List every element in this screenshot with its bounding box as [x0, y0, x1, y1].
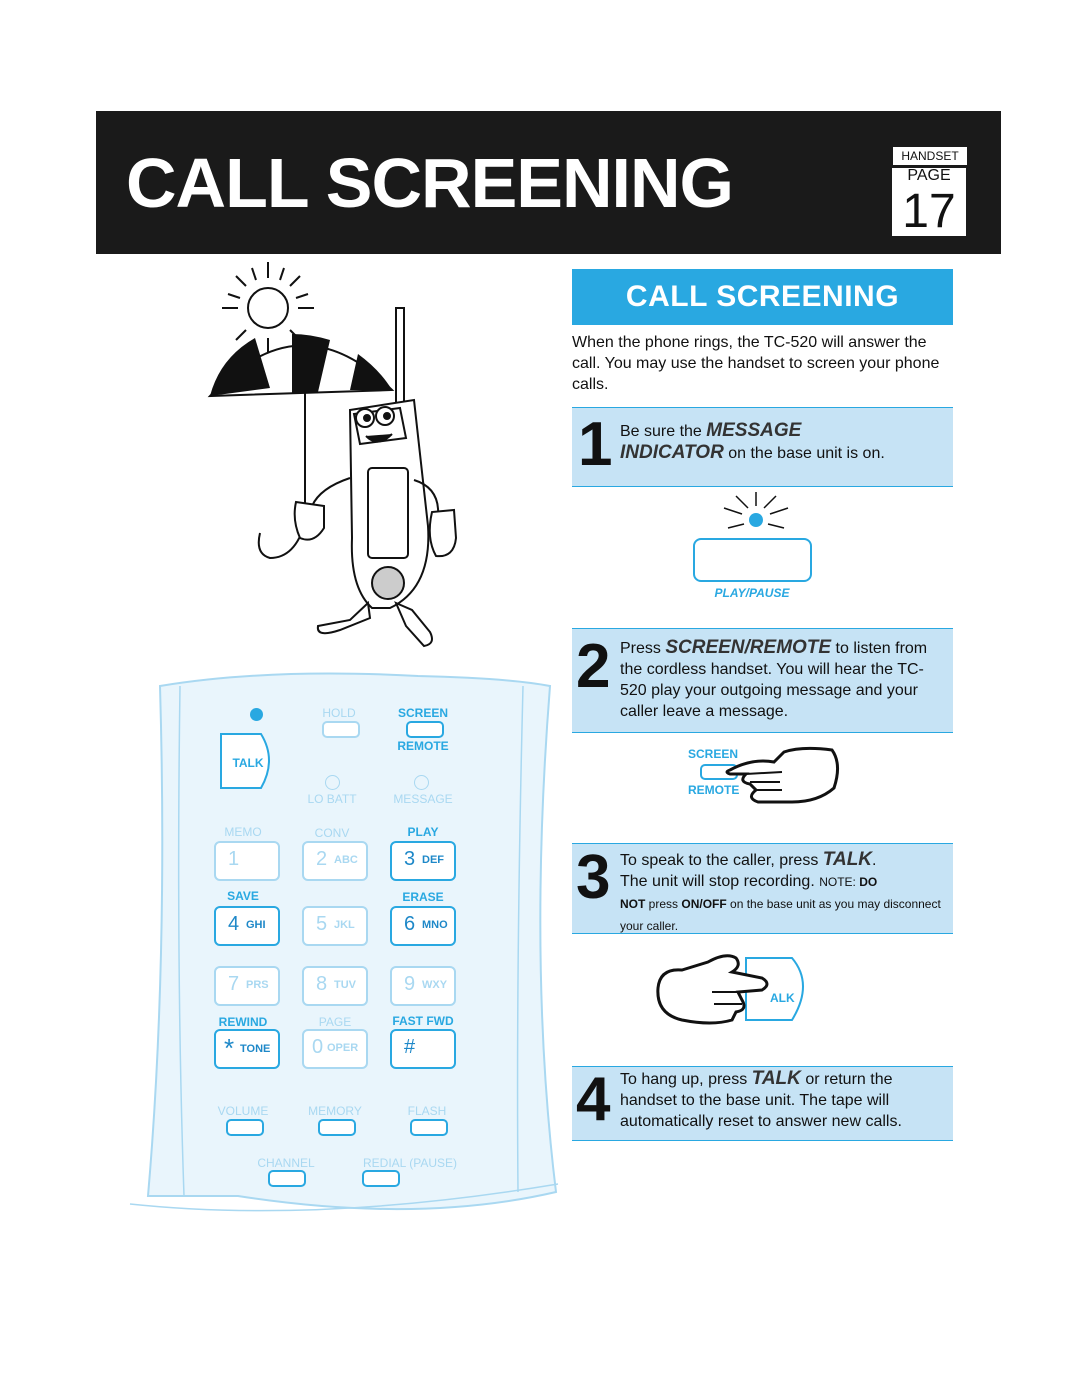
memory-button[interactable] — [318, 1119, 356, 1136]
key-1[interactable]: 1 — [214, 841, 280, 881]
play-pause-label: PLAY/PAUSE — [714, 586, 790, 600]
screen-label: SCREEN — [397, 706, 448, 720]
step-4-box — [572, 1066, 953, 1141]
erase-label: ERASE — [402, 890, 444, 904]
key-hash[interactable]: # — [390, 1029, 456, 1069]
hold-label: HOLD — [322, 706, 356, 720]
step-4-text: To hang up, press TALK or return the han… — [620, 1068, 902, 1130]
section-title: CALL SCREENING — [572, 269, 953, 325]
channel-label: CHANNEL — [257, 1156, 315, 1170]
redial-pause-button[interactable] — [362, 1170, 400, 1187]
screen-illustration-label: SCREEN — [688, 747, 739, 761]
step-2-box — [572, 628, 953, 733]
lo-batt-indicator — [325, 775, 340, 790]
step-3-box — [572, 843, 953, 934]
phone-mascot — [293, 307, 458, 648]
message-label: MESSAGE — [393, 792, 453, 806]
lo-batt-label: LO BATT — [307, 792, 357, 806]
volume-button[interactable] — [226, 1119, 264, 1136]
flash-button[interactable] — [410, 1119, 448, 1136]
rewind-label: REWIND — [218, 1015, 268, 1029]
page-number-box — [892, 168, 966, 236]
conv-label: CONV — [314, 826, 350, 840]
channel-button[interactable] — [268, 1170, 306, 1187]
key-star-tone[interactable]: *TONE — [214, 1029, 280, 1069]
message-indicator — [414, 775, 429, 790]
step-2-text: Press SCREEN/REMOTE to listen from the c… — [620, 637, 928, 720]
step-4-number: 4 — [576, 1065, 611, 1134]
save-label: SAVE — [227, 889, 259, 903]
step-3-number: 3 — [576, 843, 611, 912]
flash-label: FLASH — [407, 1104, 447, 1118]
step-1-number: 1 — [578, 410, 613, 479]
screen-remote-button[interactable] — [406, 721, 444, 738]
page-key-label: PAGE — [318, 1015, 352, 1029]
mascot-illustration — [207, 262, 458, 648]
talk-label: TALK — [232, 756, 264, 770]
sun-icon — [222, 262, 314, 354]
talk-hand-icon — [656, 954, 804, 1025]
memo-label: MEMO — [224, 825, 262, 839]
talk-illustration-label: ALK — [770, 991, 795, 1005]
memory-label: MEMORY — [308, 1104, 362, 1118]
page-label: PAGE — [907, 167, 951, 184]
pointing-hand-icon — [725, 746, 839, 804]
redial-pause-label: REDIAL (PAUSE) — [362, 1156, 458, 1170]
page-number: 17 — [902, 185, 956, 238]
step-1-box — [572, 407, 953, 487]
play-label: PLAY — [407, 825, 439, 839]
remote-illustration-label: REMOTE — [688, 783, 740, 797]
header-banner — [96, 111, 1001, 254]
intro-text: When the phone rings, the TC-520 will an… — [572, 334, 940, 393]
hold-button[interactable] — [322, 721, 360, 738]
indicator-light — [250, 708, 263, 721]
remote-label: REMOTE — [397, 739, 449, 753]
step-2-number: 2 — [576, 632, 611, 701]
volume-label: VOLUME — [217, 1104, 269, 1118]
play-pause-button[interactable] — [693, 538, 812, 582]
fast-fwd-label: FAST FWD — [392, 1014, 454, 1028]
umbrella-icon — [207, 334, 395, 560]
step-3-text: To speak to the caller, press TALK.The u… — [620, 849, 941, 933]
message-light-icon — [723, 492, 789, 529]
page-title: CALL SCREENING — [126, 144, 734, 222]
handset-tag: HANDSET — [892, 146, 968, 166]
talk-button[interactable] — [217, 730, 281, 792]
